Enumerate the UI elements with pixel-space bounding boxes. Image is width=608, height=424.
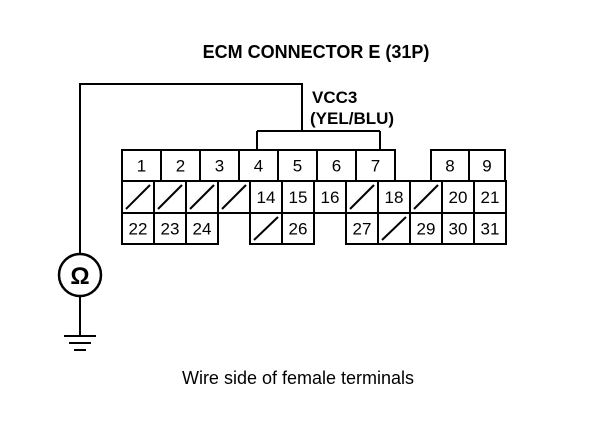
ground-icon — [64, 335, 96, 351]
empty-cavity-slash — [189, 184, 215, 210]
terminal-cell-1 — [121, 149, 162, 182]
empty-cavity-slash — [157, 184, 183, 210]
terminal-cell-18 — [377, 180, 411, 214]
test-lead-wiring — [79, 83, 381, 336]
terminal-number-9: 9 — [482, 157, 491, 176]
terminal-number-7: 7 — [371, 157, 380, 176]
terminal-cell-14 — [249, 180, 283, 214]
diagram-title: ECM CONNECTOR E (31P) — [203, 42, 430, 62]
ohm-symbol: Ω — [70, 263, 89, 290]
terminal-cell-30 — [441, 212, 475, 245]
ohmmeter-icon: Ω — [57, 252, 103, 298]
terminal-number-14: 14 — [257, 188, 276, 207]
terminal-cell-21 — [473, 180, 507, 214]
terminal-number-23: 23 — [161, 220, 180, 239]
terminal-number-26: 26 — [289, 220, 308, 239]
terminal-number-29: 29 — [417, 220, 436, 239]
empty-cavity-slash — [413, 184, 439, 210]
terminal-number-22: 22 — [129, 220, 148, 239]
empty-cavity-slash — [381, 216, 407, 241]
terminal-number-6: 6 — [332, 157, 341, 176]
terminal-number-18: 18 — [385, 188, 404, 207]
terminal-cell-26 — [281, 212, 315, 245]
terminal-cell-4 — [238, 149, 279, 182]
signal-name-label: VCC3 — [312, 88, 357, 107]
diagram-caption: Wire side of female terminals — [182, 368, 414, 388]
terminal-number-5: 5 — [293, 157, 302, 176]
empty-cavity-slash — [253, 216, 279, 241]
terminal-number-27: 27 — [353, 220, 372, 239]
terminal-number-21: 21 — [481, 188, 500, 207]
terminal-number-20: 20 — [449, 188, 468, 207]
terminal-cell-27 — [345, 212, 379, 245]
terminal-cell-24 — [185, 212, 219, 245]
empty-cavity-slash — [221, 184, 247, 210]
terminal-cell-31 — [473, 212, 507, 245]
terminal-cell-22 — [121, 212, 155, 245]
empty-cavity-slash — [349, 184, 375, 210]
terminal-cell-9 — [468, 149, 506, 182]
terminal-number-15: 15 — [289, 188, 308, 207]
wire-color-label: (YEL/BLU) — [310, 109, 394, 128]
terminal-number-2: 2 — [176, 157, 185, 176]
terminal-number-30: 30 — [449, 220, 468, 239]
terminal-number-24: 24 — [193, 220, 212, 239]
terminal-number-3: 3 — [215, 157, 224, 176]
test-lead-wire — [79, 83, 303, 254]
terminal-number-1: 1 — [137, 157, 146, 176]
terminal-number-16: 16 — [321, 188, 340, 207]
terminal-number-8: 8 — [445, 157, 454, 176]
terminal-number-4: 4 — [254, 157, 263, 176]
terminal-number-31: 31 — [481, 220, 500, 239]
empty-cavity-slash — [125, 184, 151, 210]
